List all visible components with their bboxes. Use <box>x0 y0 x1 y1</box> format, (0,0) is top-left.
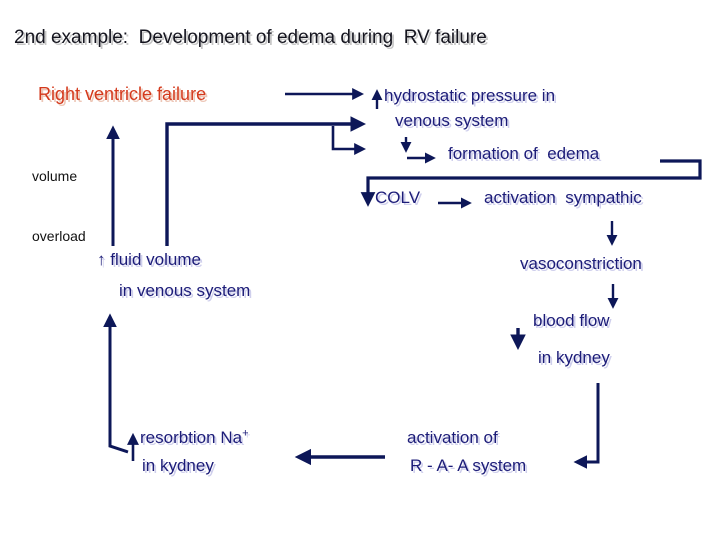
node-raa-activation-line1: activation of <box>407 428 498 447</box>
node-vasoconstriction: vasoconstriction <box>520 254 642 273</box>
node-hydrostatic-pressure-line2: venous system <box>395 111 509 130</box>
volume-overload-line2: overload <box>32 228 86 245</box>
slide-title: 2nd example: Development of edema during… <box>14 27 487 48</box>
node-colv: COLV <box>375 188 421 207</box>
node-raa-activation-line2: R - A- A system <box>410 456 527 475</box>
node-volume-overload: volume overload <box>32 125 86 287</box>
node-na-resorption-line2: in kydney <box>142 456 214 475</box>
arrow-fluid-to-venous <box>165 116 367 246</box>
arrow-kydney-to-raa <box>573 383 600 469</box>
node-fluid-volume-line2: in venous system <box>119 281 251 300</box>
node-fluid-volume-line1: ↑ fluid volume <box>97 250 201 269</box>
arrow-branch-to-formation <box>331 126 367 155</box>
volume-overload-line1: volume <box>32 167 78 184</box>
node-na-resorption-line1: resorbtion Na+ <box>140 427 249 448</box>
arrow-resorbtion-to-venous <box>103 313 129 454</box>
na-resorption-text: resorbtion Na <box>140 428 243 447</box>
node-right-ventricle-failure: Right ventricle failure <box>38 84 207 104</box>
node-blood-flow-line2: in kydney <box>538 348 610 367</box>
na-plus-superscript: + <box>242 427 249 440</box>
node-hydrostatic-pressure-line1: hydrostatic pressure in <box>384 86 556 105</box>
node-sympathetic-activation: activation sympathic <box>484 188 642 207</box>
node-formation-of-edema: formation of edema <box>448 144 600 163</box>
node-blood-flow-line1: blood flow <box>533 311 610 330</box>
